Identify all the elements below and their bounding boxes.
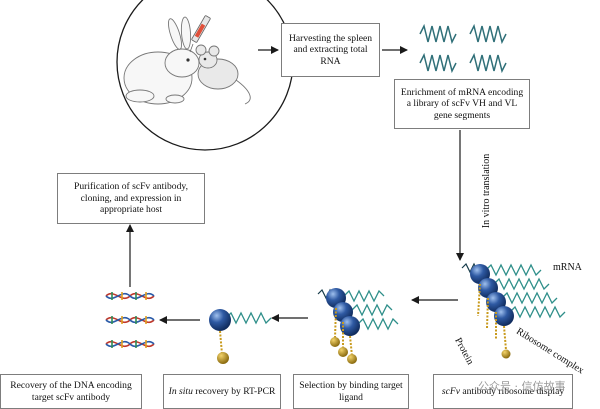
display-ribosome-complexes [461,262,566,359]
animal-circle-illustration [116,0,294,151]
step-scfv-rest: antibody ribosome display [459,385,565,397]
step-enrich-box: Enrichment of mRNA encoding a library of… [394,79,530,129]
step-insitu-text: In situ recovery by RT-PCR [169,386,276,397]
step-selection-text: Selection by binding target ligand [299,380,403,403]
selection-ribosome-complexes [317,288,399,364]
rabbit-illustration [123,16,200,105]
step-purify-text: Purification of scFv antibody, cloning, … [74,181,188,216]
step-scfv-display-text: scFv antibody ribosome display [442,386,564,397]
step-selection-box: Selection by binding target ligand [293,374,409,409]
mrna-helix-group [419,23,507,74]
step-scfv-display-box: scFv antibody ribosome display [433,374,573,409]
step-insitu-rest: recovery by RT-PCR [192,385,276,397]
step-insitu-box: In situ recovery by RT-PCR [163,374,281,409]
step-harvest-box: Harvesting the spleen and extracting tot… [281,23,380,77]
dna-helix-group [105,292,155,348]
watermark: 公众号 · 信仿故事 [478,380,566,393]
in-vitro-translation-label: In vitro translation [481,153,492,229]
insitu-ribosome-complex [209,309,272,364]
step-enrich-text: Enrichment of mRNA encoding a library of… [400,86,524,121]
syringe-illustration [189,15,211,53]
step-purify-box: Purification of scFv antibody, cloning, … [57,173,205,224]
step-recovery-dna-text: Recovery of the DNA encoding target scFv… [10,380,132,403]
step-insitu-italic: In situ [168,385,193,397]
step-recovery-dna-box: Recovery of the DNA encoding target scFv… [0,374,142,409]
step-scfv-italic: scFv [441,385,460,397]
mrna-label: mRNA [553,262,582,273]
step-harvest-text: Harvesting the spleen and extracting tot… [288,32,373,67]
mouse-illustration [195,44,251,105]
